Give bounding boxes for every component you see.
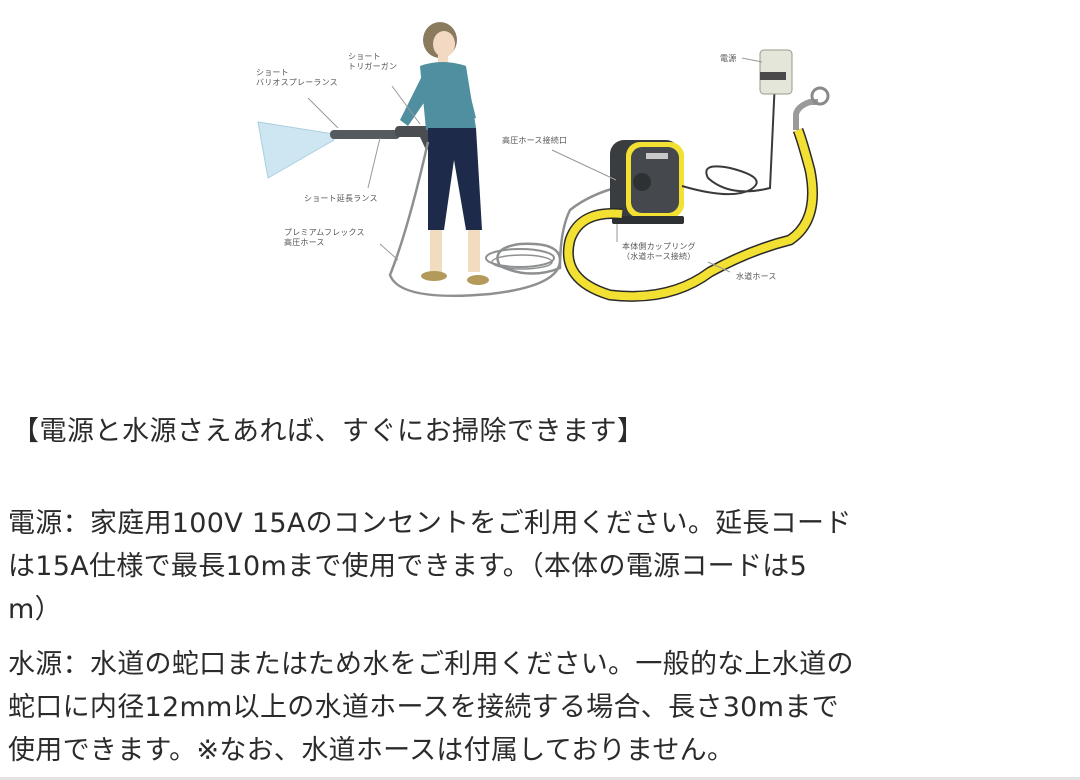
label-trigger-gun: ショート トリガーガン bbox=[348, 52, 398, 71]
label-vario-spray-lance: ショート バリオスプレーランス bbox=[256, 68, 338, 87]
label-hp-hose-port: 高圧ホース接続口 bbox=[502, 136, 568, 145]
label-premium-flex-hose: プレミアムフレックス 高圧ホース bbox=[284, 228, 365, 247]
water-line-1: 水源：水道の蛇口またはため水をご利用ください。一般的な上水道の bbox=[8, 649, 854, 680]
water-requirements-paragraph: 水源：水道の蛇口またはため水をご利用ください。一般的な上水道の 蛇口に内径12m… bbox=[8, 643, 1074, 772]
power-line-3: m） bbox=[8, 594, 62, 625]
power-line-2: は15A仕様で最長10mまで使用できます。（本体の電源コードは5 bbox=[8, 551, 808, 582]
label-water-hose: 水道ホース bbox=[736, 272, 777, 281]
label-power-source: 電源 bbox=[720, 54, 737, 63]
setup-diagram-icon bbox=[257, 22, 830, 302]
bottom-divider bbox=[0, 777, 1080, 780]
water-line-2: 蛇口に内径12mm以上の水道ホースを接続する場合、長さ30mまで bbox=[8, 692, 839, 723]
water-line-3: 使用できます。※なお、水道ホースは付属しておりません。 bbox=[8, 735, 735, 766]
label-body-coupling: 本体側カップリング （水道ホース接続） bbox=[622, 242, 696, 261]
power-requirements-paragraph: 電源：家庭用100V 15Aのコンセントをご利用ください。延長コード は15A仕… bbox=[8, 502, 1074, 631]
label-extension-lance: ショート延長ランス bbox=[304, 194, 378, 203]
power-line-1: 電源：家庭用100V 15Aのコンセントをご利用ください。延長コード bbox=[8, 508, 852, 539]
section-heading: 【電源と水源さえあれば、すぐにお掃除できます】 bbox=[12, 416, 645, 447]
pressure-washer-setup-illustration: ショート バリオスプレーランス ショート トリガーガン ショート延長ランス プレ… bbox=[230, 10, 870, 310]
